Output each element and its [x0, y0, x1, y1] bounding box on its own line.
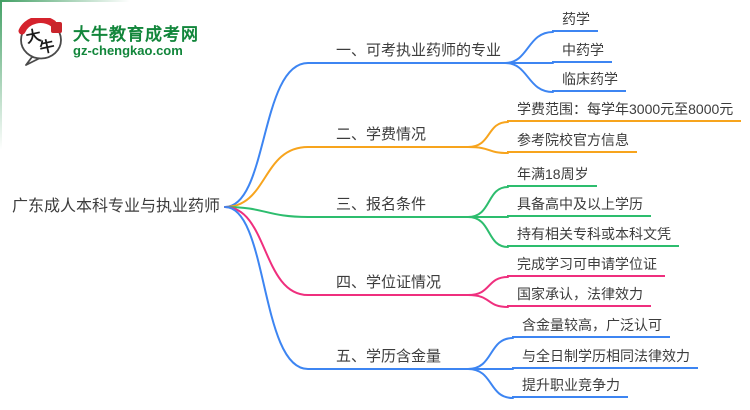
branch-2-child-1-connector [467, 121, 509, 148]
site-logo: 大 牛 大牛教育成考网 gz-chengkao.com [16, 18, 199, 66]
branch-1-child-1: 药学 [552, 9, 598, 32]
branch-5-child-1-connector [467, 337, 514, 370]
root-node: 广东成人本科专业与执业药师 [12, 198, 221, 215]
branch-2-child-2: 参考院校官方信息 [507, 130, 637, 153]
branch-4-child-2: 国家承认，法律效力 [507, 284, 651, 307]
branch-1-child-1-connector [504, 31, 554, 64]
branch-1-label: 一、可考执业药师的专业 [336, 42, 502, 59]
branch-4-label: 四、学位证情况 [336, 274, 442, 291]
branch-3-child-3-connector [467, 216, 509, 248]
bubble-char-2: 牛 [38, 37, 56, 58]
branch-3-child-1-connector [467, 186, 509, 218]
branch-3-label: 三、报名条件 [336, 196, 427, 213]
branch-2-child-1: 学费范围：每学年3000元至8000元 [507, 99, 742, 122]
branch-2-connector [224, 146, 469, 208]
branch-3-child-2: 具备高中及以上学历 [507, 194, 651, 217]
branch-3-child-3: 持有相关专科或本科文凭 [507, 224, 679, 247]
red-cap [18, 18, 57, 35]
branch-4-child-1-connector [467, 276, 509, 296]
daniu-bubble-icon: 大 牛 [18, 18, 62, 66]
corner-accent-top [0, 0, 130, 2]
branch-5-child-1: 含金量较高，广泛认可 [512, 315, 670, 338]
branch-5-child-3-connector [467, 368, 514, 399]
branch-2-child-2-connector [467, 146, 509, 154]
red-seal [51, 22, 62, 33]
branch-5-child-2: 与全日制学历相同法律效力 [512, 346, 698, 369]
branch-3-child-1: 年满18周岁 [507, 164, 597, 187]
branch-1-child-3: 临床药学 [552, 69, 626, 92]
branch-5-child-3: 提升职业竞争力 [512, 375, 628, 398]
site-name: 大牛教育成考网 [73, 24, 199, 44]
site-domain: gz-chengkao.com [73, 43, 183, 59]
branch-4-child-1: 完成学习可申请学位证 [507, 254, 665, 277]
branch-1-child-3-connector [504, 62, 554, 93]
branch-4-child-2-connector [467, 294, 509, 308]
branch-3-connector [224, 206, 469, 218]
logo-text: 大牛教育成考网 gz-chengkao.com [73, 25, 199, 59]
bubble-char-1: 大 [24, 26, 42, 47]
branch-1-child-2: 中药学 [552, 40, 612, 63]
branch-4-connector [224, 206, 469, 296]
branch-5-label: 五、学历含金量 [336, 348, 442, 365]
corner-accent-left [0, 0, 2, 150]
branch-1-connector [224, 62, 506, 208]
branch-2-label: 二、学费情况 [336, 126, 427, 143]
branch-5-connector [224, 206, 469, 370]
